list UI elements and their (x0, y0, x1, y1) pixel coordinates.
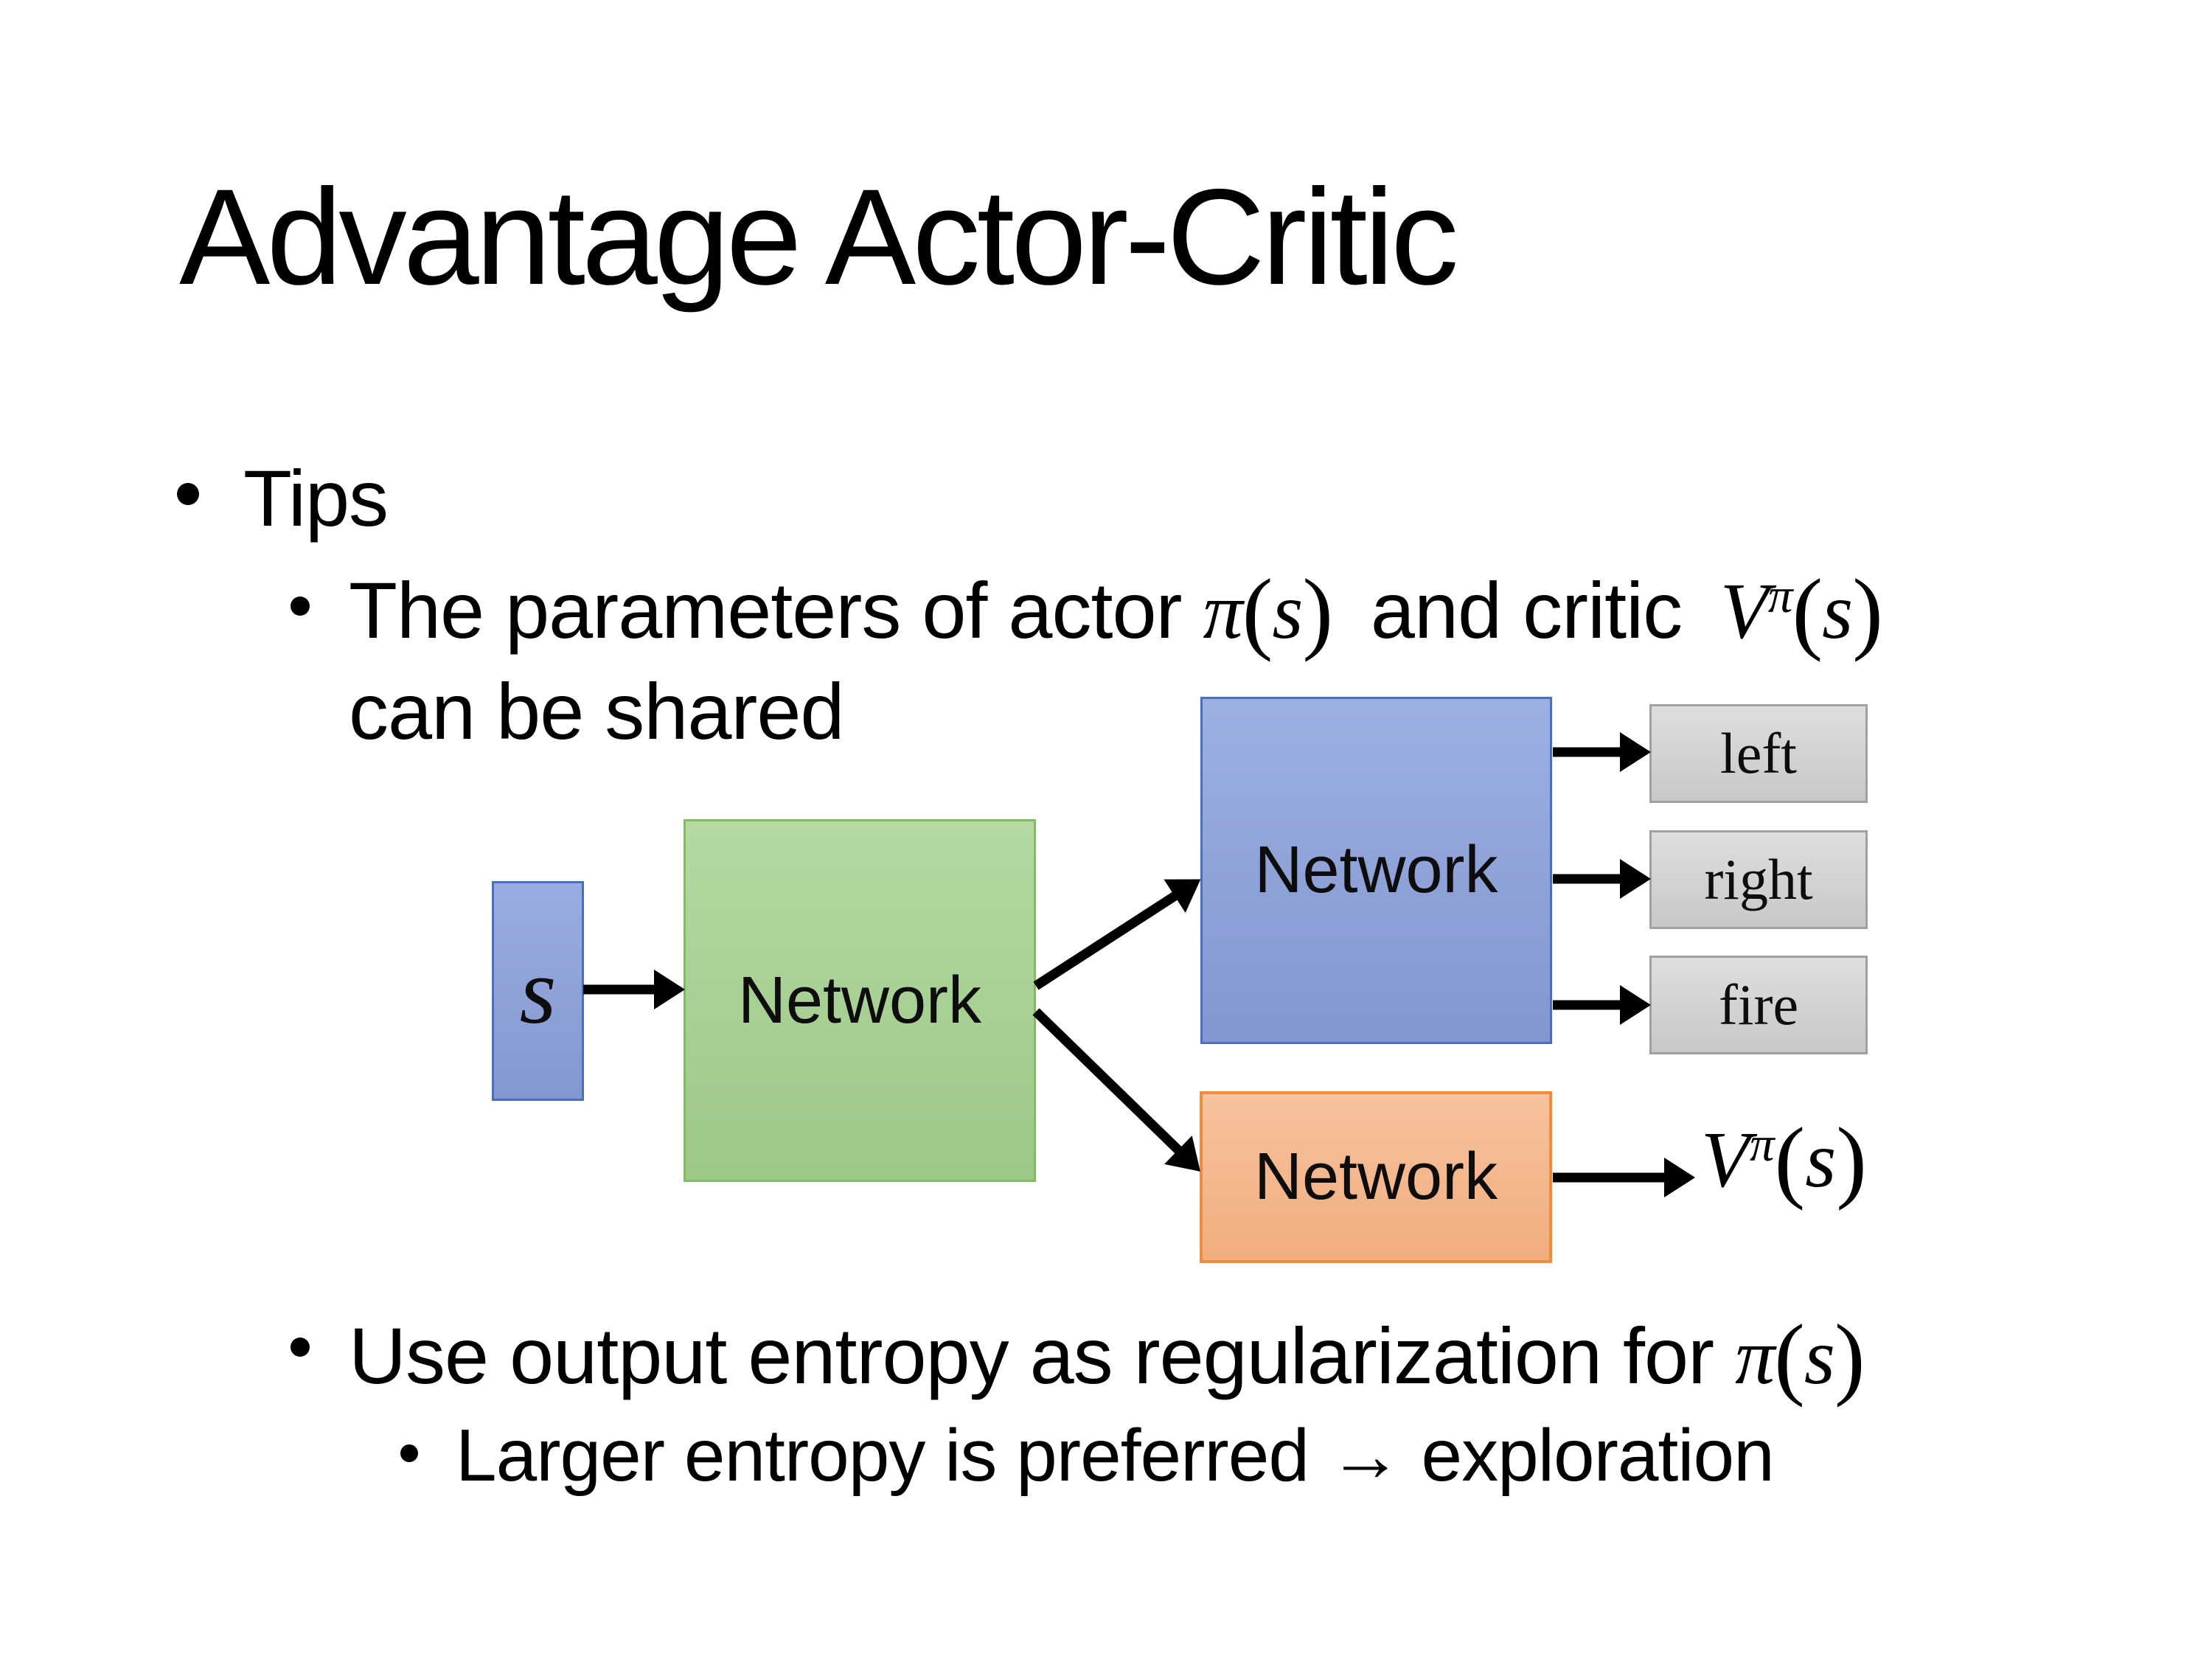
actor-network-label: Network (1254, 833, 1498, 907)
arrow-stem (1032, 1008, 1188, 1160)
critic-output-label: Vπ(s) (1701, 1107, 1867, 1214)
arrow-shared-to-actor-icon (1024, 860, 1213, 1004)
arrow-stem (1033, 887, 1185, 990)
slide-title: Advantage Actor-Critic (179, 161, 1459, 313)
critic-value-arg: s (1822, 567, 1853, 655)
param-prefix: The parameters of actor (349, 565, 1203, 655)
state-box: s (492, 881, 584, 1101)
arrow-shared-to-critic-icon (1020, 995, 1216, 1187)
entropy-open-paren: ( (1774, 1306, 1805, 1408)
critic-output-V: V (1701, 1116, 1750, 1204)
critic-output-sup: π (1749, 1116, 1775, 1172)
entropy-close-paren: ) (1834, 1306, 1865, 1408)
arrow-head (1620, 732, 1651, 772)
arrow-actor-to-fire-icon (1553, 983, 1651, 1027)
entropy-text: Use output entropy as regularization for… (349, 1304, 1865, 1411)
exploration-text: Larger entropy is preferred → exploratio… (456, 1414, 1775, 1497)
exploration-bullet-dot (400, 1444, 418, 1462)
action-label-right: right (1704, 847, 1813, 911)
critic-value-V: V (1719, 567, 1769, 655)
critic-value-close-paren: ) (1852, 560, 1883, 663)
arrow-actor-to-right-icon (1553, 857, 1651, 901)
action-label-left: left (1720, 721, 1797, 785)
action-box-fire: fire (1649, 956, 1868, 1054)
actor-policy-pi: π (1203, 567, 1243, 655)
arrow-stem (1553, 747, 1629, 757)
param-text-line2: can be shared (349, 667, 844, 757)
critic-output-arg: s (1805, 1116, 1837, 1204)
action-label-fire: fire (1718, 973, 1799, 1037)
arrow-head (1620, 985, 1651, 1025)
arrow-critic-to-output-icon (1553, 1155, 1695, 1200)
entropy-prefix: Use output entropy as regularization for (349, 1310, 1736, 1400)
arrow-stem (1553, 1000, 1629, 1010)
entropy-bullet-dot (291, 1338, 310, 1357)
arrow-stem (583, 984, 663, 995)
shared-network-box: Network (684, 819, 1036, 1182)
critic-output-close-paren: ) (1836, 1109, 1867, 1211)
state-label: s (519, 938, 557, 1043)
actor-policy-open-paren: ( (1242, 560, 1273, 663)
critic-output-open-paren: ( (1774, 1109, 1806, 1211)
arrow-state-to-shared-icon (583, 967, 685, 1012)
arrow-actor-to-left-icon (1553, 730, 1651, 774)
arrow-head (1620, 859, 1651, 899)
arrow-head (1664, 1158, 1695, 1197)
action-box-left: left (1649, 704, 1868, 803)
arrow-stem (1553, 1172, 1673, 1183)
arrow-stem (1553, 874, 1629, 884)
actor-policy-close-paren: ) (1302, 560, 1333, 663)
actor-network-box: Network (1200, 697, 1552, 1044)
entropy-arg: s (1804, 1312, 1835, 1401)
action-box-right: right (1649, 830, 1868, 929)
entropy-pi: π (1735, 1312, 1775, 1401)
arrow-head (654, 970, 685, 1009)
tips-text: Tips (243, 453, 389, 543)
actor-policy-arg: s (1272, 567, 1303, 655)
critic-network-box: Network (1200, 1091, 1552, 1263)
critic-value-sup: π (1767, 568, 1793, 623)
critic-network-label: Network (1253, 1140, 1498, 1214)
param-bullet-dot (291, 597, 310, 616)
tips-bullet-dot (177, 483, 199, 505)
critic-value-open-paren: ( (1792, 560, 1823, 663)
shared-network-label: Network (737, 963, 982, 1037)
param-mid: and critic (1370, 565, 1683, 655)
